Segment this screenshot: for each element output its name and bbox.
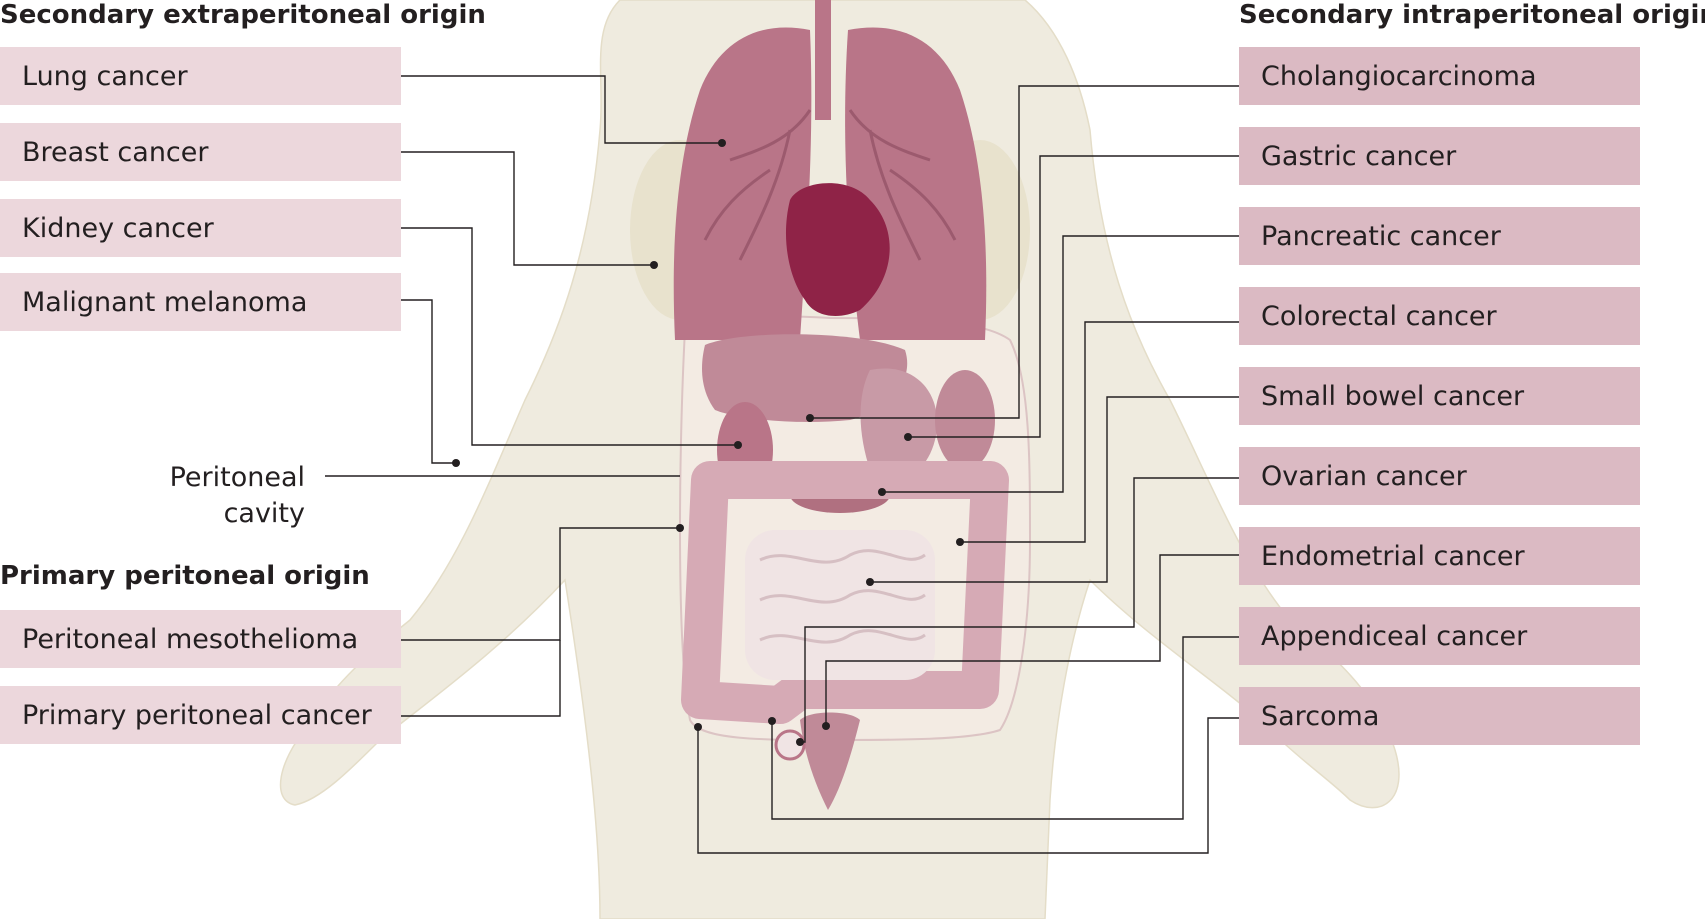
label-sarcoma: Sarcoma xyxy=(1239,687,1640,745)
dot-kidney xyxy=(734,441,742,449)
dot-mesothelioma xyxy=(676,524,684,532)
stomach xyxy=(860,368,938,480)
dot-ovarian xyxy=(796,738,804,746)
label-pancreatic-cancer: Pancreatic cancer xyxy=(1239,207,1640,265)
dot-pancreatic xyxy=(878,488,886,496)
heading-primary: Primary peritoneal origin xyxy=(0,561,370,591)
leader-endometrial xyxy=(825,554,1239,726)
label-appendiceal-cancer: Appendiceal cancer xyxy=(1239,607,1640,665)
label-breast-cancer: Breast cancer xyxy=(0,123,401,181)
dot-gastric xyxy=(904,433,912,441)
label-gastric-cancer: Gastric cancer xyxy=(1239,127,1640,185)
leader-primary-peritoneal xyxy=(401,640,561,717)
leader-ovarian xyxy=(800,477,1239,743)
leader-kidney xyxy=(401,227,738,446)
trachea xyxy=(815,0,831,120)
left-lung xyxy=(673,27,812,340)
dot-sarcoma xyxy=(694,723,702,731)
liver xyxy=(702,334,908,422)
leader-small-bowel xyxy=(870,396,1239,583)
label-peritoneal-mesothelioma: Peritoneal mesothelioma xyxy=(0,610,401,668)
leader-mesothelioma xyxy=(401,527,680,641)
dot-melanoma xyxy=(452,459,460,467)
dot-lung xyxy=(718,139,726,147)
leader-gastric xyxy=(908,155,1239,438)
uterus xyxy=(800,712,860,810)
label-cholangiocarcinoma: Cholangiocarcinoma xyxy=(1239,47,1640,105)
label-primary-peritoneal-cancer: Primary peritoneal cancer xyxy=(0,686,401,744)
heading-extraperitoneal: Secondary extraperitoneal origin xyxy=(0,0,486,30)
label-colorectal-cancer: Colorectal cancer xyxy=(1239,287,1640,345)
cavity-label-line2: cavity xyxy=(223,498,305,529)
leader-sarcoma xyxy=(697,717,1239,854)
leader-dots xyxy=(452,139,964,746)
leader-cholangio xyxy=(810,85,1239,419)
heart xyxy=(785,183,890,316)
leader-appendiceal xyxy=(771,636,1239,820)
label-lung-cancer: Lung cancer xyxy=(0,47,401,105)
leader-lines xyxy=(325,75,1239,854)
small-intestine xyxy=(745,530,935,680)
dot-cholangio xyxy=(806,414,814,422)
dot-small-bowel xyxy=(866,578,874,586)
label-peritoneal-cavity: Peritoneal cavity xyxy=(100,460,305,532)
dot-endometrial xyxy=(822,722,830,730)
ovary xyxy=(774,729,806,761)
label-malignant-melanoma: Malignant melanoma xyxy=(0,273,401,331)
right-kidney xyxy=(935,370,995,470)
leader-breast xyxy=(401,151,654,266)
large-intestine xyxy=(681,461,1009,724)
label-ovarian-cancer: Ovarian cancer xyxy=(1239,447,1640,505)
label-endometrial-cancer: Endometrial cancer xyxy=(1239,527,1640,585)
label-small-bowel-cancer: Small bowel cancer xyxy=(1239,367,1640,425)
label-kidney-cancer: Kidney cancer xyxy=(0,199,401,257)
bronchial-tree xyxy=(703,109,957,261)
dot-breast xyxy=(650,261,658,269)
small-intestine-folds xyxy=(759,549,926,644)
heading-intraperitoneal: Secondary intraperitoneal origin xyxy=(1239,0,1705,30)
cavity-label-line1: Peritoneal xyxy=(169,462,305,493)
leader-pancreatic xyxy=(882,235,1239,493)
leader-melanoma xyxy=(401,299,456,464)
leader-colorectal xyxy=(960,321,1239,543)
dot-colorectal xyxy=(956,538,964,546)
dot-appendiceal xyxy=(768,717,776,725)
leader-lung xyxy=(401,75,722,144)
